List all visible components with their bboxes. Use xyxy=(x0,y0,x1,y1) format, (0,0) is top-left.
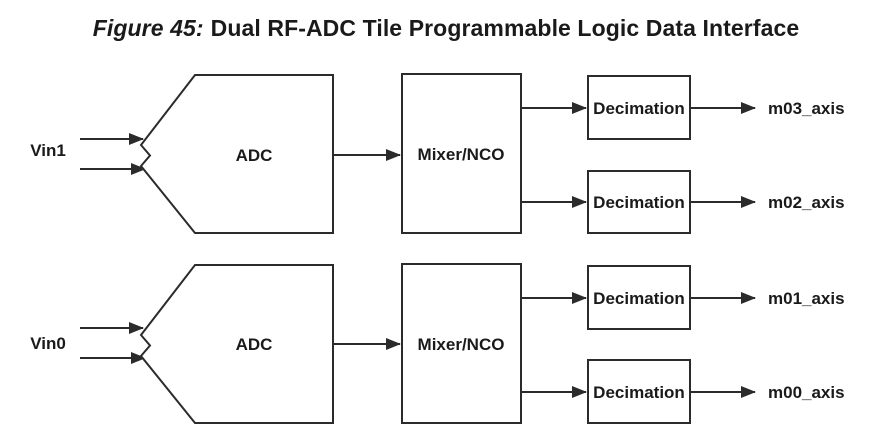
input-label: Vin1 xyxy=(30,141,66,160)
mixer-nco-label: Mixer/NCO xyxy=(418,145,505,164)
mixer-nco-label: Mixer/NCO xyxy=(418,335,505,354)
adc-label: ADC xyxy=(236,335,273,354)
mixer-nco-block xyxy=(401,263,522,424)
figure-caption: Figure 45:Dual RF-ADC Tile Programmable … xyxy=(0,15,892,42)
output-label: m03_axis xyxy=(768,99,845,118)
decimation-label: Decimation xyxy=(593,193,685,212)
output-label: m01_axis xyxy=(768,289,845,308)
output-label: m00_axis xyxy=(768,383,845,402)
tile-diagram-bottom: Vin0 ADC Mixer/NCO Decimation Decimation… xyxy=(30,263,845,424)
adc-label: ADC xyxy=(236,146,273,165)
decimation-label: Decimation xyxy=(593,383,685,402)
decimation-label: Decimation xyxy=(593,289,685,308)
decimation-block xyxy=(587,265,691,330)
decimation-block xyxy=(587,170,691,234)
output-label: m02_axis xyxy=(768,193,845,212)
adc-block xyxy=(139,264,334,424)
decimation-block xyxy=(587,359,691,424)
decimation-label: Decimation xyxy=(593,99,685,118)
figure-number-label: Figure 45: xyxy=(92,15,204,41)
adc-block xyxy=(139,74,334,234)
mixer-nco-block xyxy=(401,73,522,234)
tile-diagram-top: Vin1 ADC Mixer/NCO Decimation Decimation… xyxy=(30,73,845,234)
figure-title: Dual RF-ADC Tile Programmable Logic Data… xyxy=(210,15,800,41)
input-label: Vin0 xyxy=(30,334,66,353)
